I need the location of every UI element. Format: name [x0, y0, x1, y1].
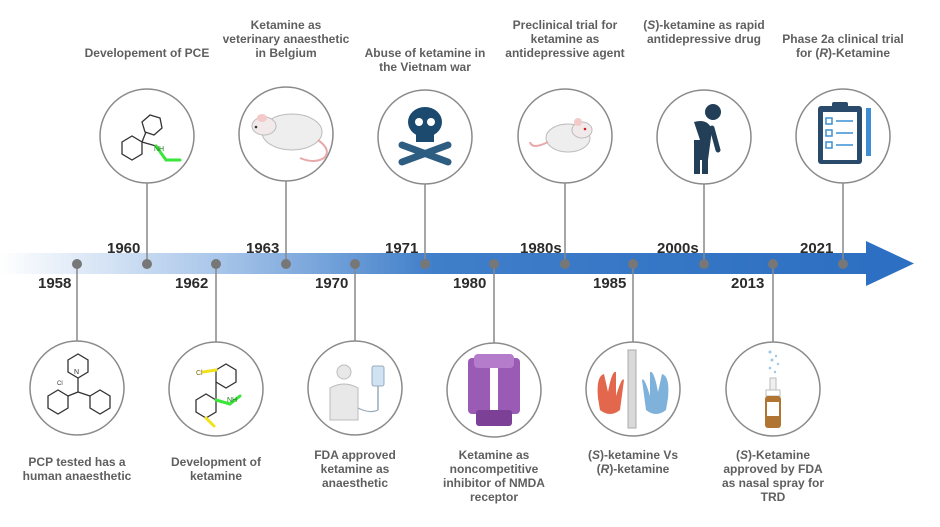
mouse-icon	[517, 88, 613, 184]
skull-crossbones-icon	[377, 89, 473, 185]
year-1962: 1962	[175, 275, 208, 292]
node-1985	[628, 259, 638, 269]
rat-icon	[238, 86, 334, 182]
bottom-connectors	[76, 264, 774, 344]
node-1962	[211, 259, 221, 269]
year-1960: 1960	[107, 240, 140, 257]
iv-drip-patient-icon	[307, 340, 403, 436]
node-2013	[768, 259, 778, 269]
top-connectors	[146, 181, 844, 264]
caption-1958: PCP tested has a human anaesthetic	[22, 455, 132, 483]
node-2000s	[699, 259, 709, 269]
caption-2000s: (S)-ketamine as rapid antidepressive dru…	[643, 18, 765, 46]
caption-1962: Development of ketamine	[170, 455, 261, 483]
pce-structure-icon: NH	[99, 88, 195, 184]
timeline-nodes	[72, 259, 848, 269]
caption-1963: Ketamine as veterinary anaesthetic in Be…	[222, 18, 350, 60]
node-1960	[142, 259, 152, 269]
ketamine-structure-icon: Cl NH	[168, 341, 264, 437]
clipboard-checklist-icon	[795, 88, 891, 184]
node-1980	[489, 259, 499, 269]
caption-1970: FDA approved ketamine as anaesthetic	[314, 448, 396, 490]
caption-2013: (S)-Ketamine approved by FDA as nasal sp…	[721, 448, 825, 504]
ketamine-chlorine-label: Cl	[196, 370, 203, 377]
year-2013: 2013	[731, 275, 764, 292]
year-2021: 2021	[800, 240, 833, 257]
depressed-person-icon	[656, 89, 752, 185]
node-1980s	[560, 259, 570, 269]
year-1970: 1970	[315, 275, 348, 292]
year-2000s: 2000s	[657, 240, 699, 257]
mirror-hands-icon	[585, 341, 681, 437]
nmda-receptor-icon	[446, 342, 542, 438]
pcp-chloride-label: Cl	[57, 381, 63, 387]
year-1980s: 1980s	[520, 240, 562, 257]
node-1958	[72, 259, 82, 269]
caption-1980: Ketamine as noncompetitive inhibitor of …	[443, 448, 545, 504]
pcp-nitrogen-label: N	[74, 369, 79, 376]
pce-amine-label: NH	[154, 146, 164, 153]
node-1970	[350, 259, 360, 269]
pcp-structure-icon: N Cl	[29, 340, 125, 436]
caption-1971: Abuse of ketamine in the Vietnam war	[364, 46, 486, 74]
year-1958: 1958	[38, 275, 71, 292]
ketamine-amine-label: NH	[227, 397, 237, 404]
node-1963	[281, 259, 291, 269]
caption-1985: (S)-ketamine Vs (R)-ketamine	[587, 448, 679, 476]
year-1980: 1980	[453, 275, 486, 292]
nasal-spray-icon	[725, 341, 821, 437]
node-1971	[420, 259, 430, 269]
year-1963: 1963	[246, 240, 279, 257]
node-2021	[838, 259, 848, 269]
caption-2021: Phase 2a clinical trial for (R)-Ketamine	[782, 32, 904, 60]
caption-1960: Developement of PCE	[84, 46, 210, 60]
caption-1980s: Preclinical trial for ketamine as antide…	[505, 18, 625, 60]
year-1985: 1985	[593, 275, 626, 292]
year-1971: 1971	[385, 240, 418, 257]
